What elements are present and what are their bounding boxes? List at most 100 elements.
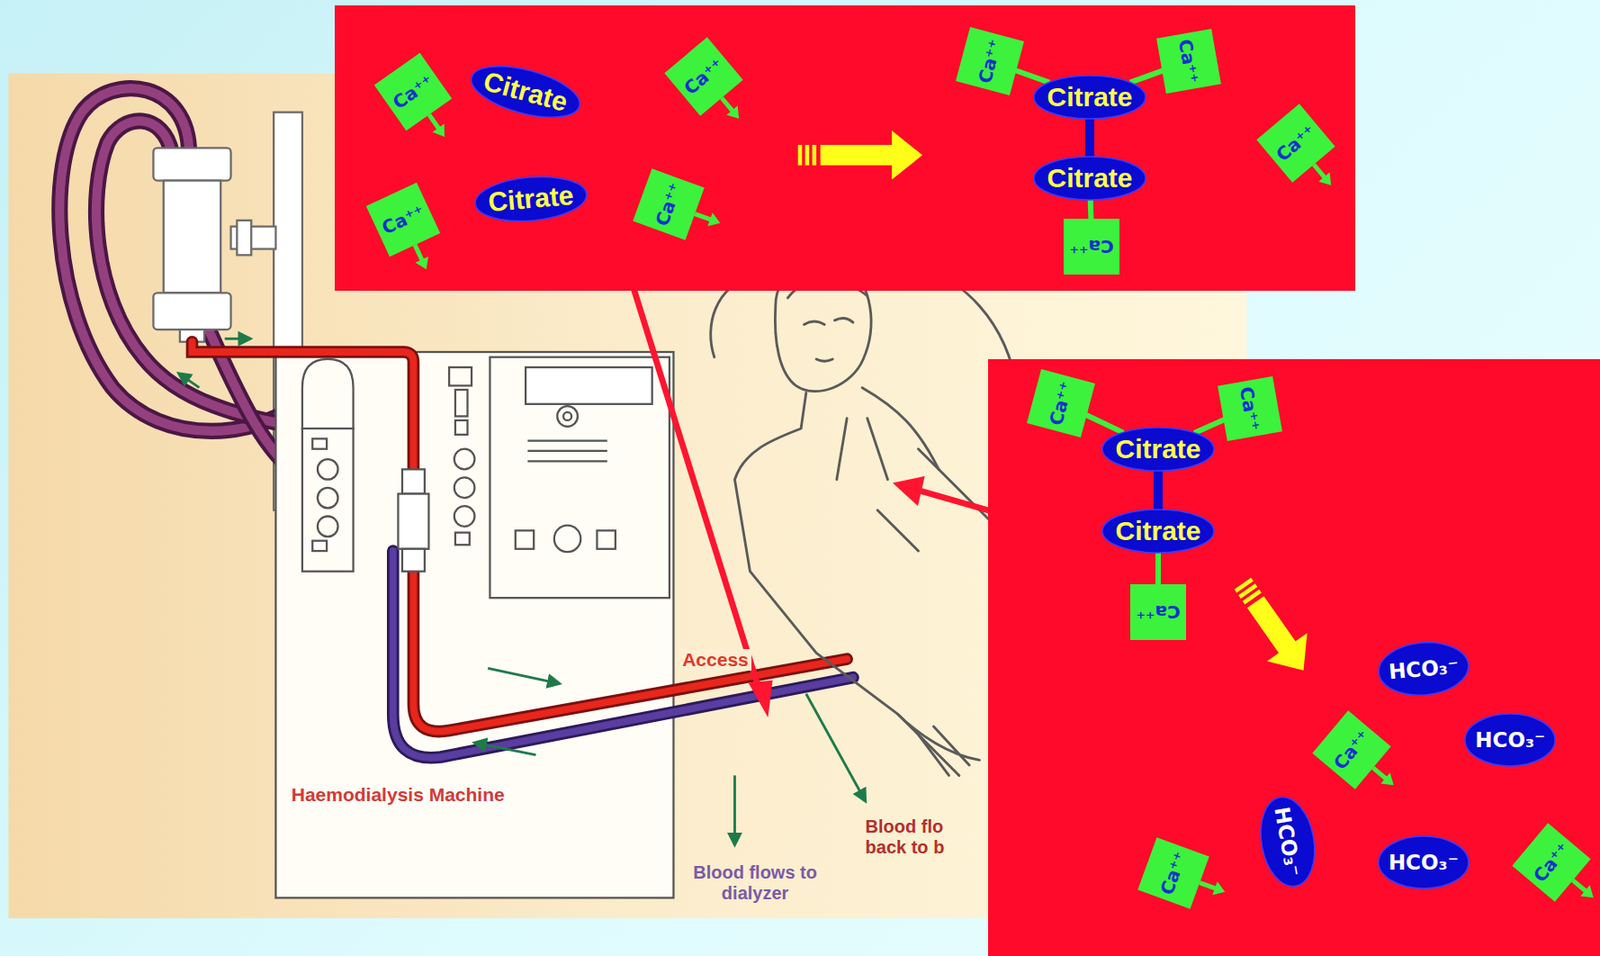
line-clamp — [402, 468, 425, 494]
ion-outline — [466, 56, 585, 127]
ion-label: Ca⁺⁺ — [1329, 726, 1375, 774]
ion-outline — [473, 172, 589, 226]
calcium-ion: Ca⁺⁺ — [1312, 710, 1392, 790]
calcium-ion: Ca⁺⁺ — [1137, 836, 1209, 908]
calcium-ion: Ca⁺⁺ — [1256, 103, 1335, 182]
ion-stem — [1572, 879, 1574, 881]
ion-label: Citrate — [1047, 81, 1133, 113]
patient — [836, 418, 889, 480]
ion-outline — [1033, 156, 1146, 200]
citrate-molecule: Citrate — [472, 171, 590, 227]
blood-lines — [393, 550, 854, 758]
line-clamp — [397, 468, 429, 571]
ion-label: Ca⁺⁺ — [680, 53, 729, 99]
flow-arrows — [487, 667, 559, 684]
citrate-molecule: Citrate — [1101, 508, 1215, 554]
patient — [816, 359, 833, 361]
patient — [734, 392, 959, 775]
yellow-arrow — [798, 144, 803, 166]
flow-arrows — [474, 742, 536, 756]
blood-lines — [191, 341, 853, 758]
yellow-arrow — [1267, 632, 1324, 684]
ion-stem — [721, 98, 734, 112]
ion-outline — [1033, 75, 1146, 119]
calcium-ion: Ca⁺⁺ — [1156, 28, 1222, 94]
citrate-molecule: Citrate — [1101, 426, 1215, 472]
tubing-loops — [59, 88, 306, 432]
dialysis-machine — [527, 459, 607, 462]
dialysis-machine — [317, 516, 339, 538]
red-pointer — [749, 681, 772, 714]
dialysis-machine — [302, 428, 354, 572]
line-clamp — [402, 548, 425, 572]
yellow-arrow — [891, 130, 923, 180]
ion-stem — [1381, 773, 1399, 792]
ion-label: Ca⁺⁺ — [1044, 378, 1078, 428]
flow-arrows — [733, 774, 737, 845]
dialyzer — [152, 147, 231, 180]
flow-arrows — [179, 338, 866, 845]
ion-stem — [414, 243, 416, 245]
blood-lines — [393, 550, 854, 758]
calcium-ion: Ca⁺⁺ — [1217, 376, 1283, 441]
ion-outline — [1102, 509, 1214, 553]
ion-stem — [1373, 767, 1387, 780]
patient — [898, 713, 980, 775]
ion-label: Citrate — [1114, 433, 1201, 465]
ion-label: Ca⁺⁺ — [1528, 838, 1574, 887]
dialysis-machine — [563, 412, 572, 421]
ion-stem — [1572, 880, 1586, 892]
dialysis-machine — [596, 530, 615, 549]
ion-stem — [721, 97, 723, 99]
tubing-loops — [59, 88, 306, 432]
illustration-label: Blood flo back to b — [865, 816, 980, 858]
dialysis-machine — [454, 505, 476, 527]
dialysis-machine — [275, 351, 674, 898]
dialysis-machine — [317, 458, 339, 480]
ion-outline — [1375, 638, 1471, 698]
calcium-ion: Ca⁺⁺ — [955, 26, 1025, 96]
ion-outline — [1465, 713, 1556, 766]
dialysis-machine — [527, 439, 607, 441]
ion-stem — [1199, 880, 1201, 882]
bicarbonate-ion: HCO₃⁻ — [1464, 712, 1556, 767]
patient — [877, 510, 918, 551]
yellow-arrow — [820, 144, 895, 166]
dialysis-machine — [312, 540, 327, 551]
patient — [804, 318, 854, 325]
ion-stem — [1313, 163, 1326, 178]
citrate-bond — [1153, 469, 1163, 511]
calcium-ion: Ca⁺⁺ — [1511, 822, 1591, 901]
ion-label: Ca⁺⁺ — [1155, 847, 1191, 898]
ion-label: Ca⁺⁺ — [973, 36, 1007, 86]
ion-stem — [429, 114, 440, 129]
ion-stem — [1373, 767, 1375, 769]
dialysis-machine — [554, 525, 581, 552]
dialyzer — [152, 292, 231, 330]
ion-label: Citrate — [1047, 162, 1133, 194]
patient — [710, 260, 1021, 775]
dialysis-machine — [515, 530, 534, 549]
ion-stem — [694, 212, 696, 214]
illustration-label: Haemodialysis Machine — [286, 783, 511, 806]
dialyzer — [163, 180, 221, 294]
ion-label: Ca⁺⁺ — [1271, 120, 1320, 166]
ion-outline — [1254, 792, 1322, 891]
ion-stem — [694, 213, 712, 220]
calcium-ion: Ca⁺⁺ — [366, 182, 441, 257]
binding-stem — [1014, 70, 1050, 83]
illustration-label: Blood flows to dialyzer — [668, 862, 843, 904]
dialysis-machine — [449, 367, 472, 386]
dialysis-machine — [557, 405, 578, 427]
calcium-ion: Ca⁺⁺ — [374, 53, 452, 131]
ion-outline — [1378, 835, 1469, 889]
binding-stem — [1087, 198, 1095, 221]
citrate-molecule: Citrate — [1033, 155, 1147, 201]
ion-stem — [707, 212, 723, 230]
ion-label: Ca⁺⁺ — [1174, 37, 1204, 86]
dialyzer — [152, 147, 231, 342]
red-pointer — [632, 285, 995, 714]
ion-label: Ca⁺⁺ — [1135, 601, 1180, 623]
